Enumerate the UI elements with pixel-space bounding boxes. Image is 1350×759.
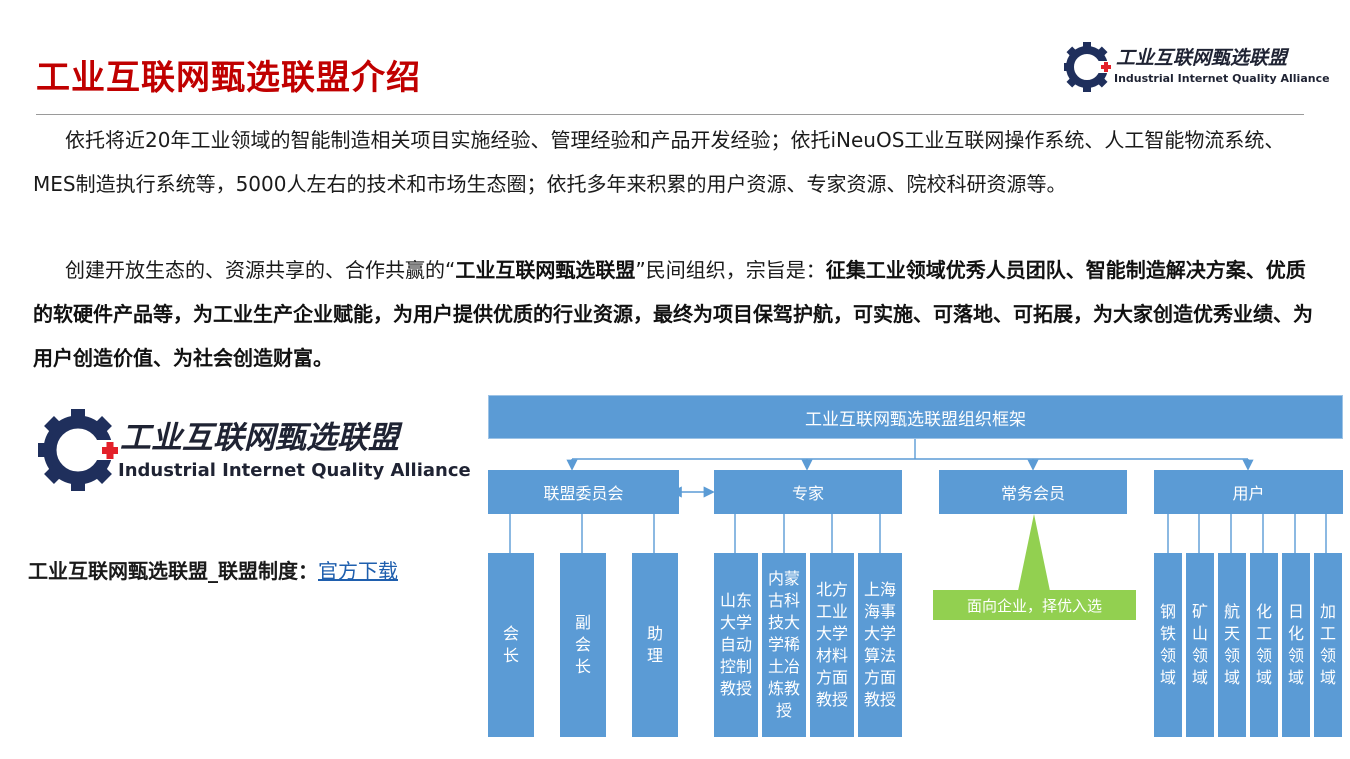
expert-member: 山东大学自动控制教授 <box>714 553 758 737</box>
intro-paragraph-2: 创建开放生态的、资源共享的、合作共赢的“工业互联网甄选联盟”民间组织，宗旨是：征… <box>33 248 1323 380</box>
intro-lead: 创建开放生态的、资源共享的、合作共赢的“ <box>65 258 456 282</box>
alliance-logo-large: 工业互联网甄选联盟 Industrial Internet Quality Al… <box>38 408 471 494</box>
intro-purpose: 征集工业领域优秀人员团队、智能制造解决方案、优质的软硬件产品等，为工业生产企业赋… <box>33 258 1313 370</box>
committee-member: 会长 <box>488 553 534 737</box>
official-download-link[interactable]: 官方下载 <box>318 559 398 583</box>
org-chart-title: 工业互联网甄选联盟组织框架 <box>488 395 1343 439</box>
logo-text-en: Industrial Internet Quality Alliance <box>1114 72 1330 85</box>
title-divider <box>36 114 1304 115</box>
download-label: 工业互联网甄选联盟_联盟制度： <box>28 559 318 583</box>
user-domain: 加工领域 <box>1314 553 1342 737</box>
logo-text-cn: 工业互联网甄选联盟 <box>1116 47 1288 69</box>
page-title: 工业互联网甄选联盟介绍 <box>36 58 421 98</box>
users-box: 用户 <box>1154 470 1343 514</box>
org-chart: 工业互联网甄选联盟组织框架 联盟委员会 专家 常务会员 用户 会长 副会长 助理… <box>488 395 1344 740</box>
logo-text-cn: 工业互联网甄选联盟 <box>120 420 399 456</box>
committee-member: 副会长 <box>560 553 606 737</box>
logo-text-en: Industrial Internet Quality Alliance <box>118 460 471 481</box>
rules-download: 工业互联网甄选联盟_联盟制度：官方下载 <box>28 555 398 584</box>
org-chart-connectors <box>509 439 1327 591</box>
user-domain: 钢铁领域 <box>1154 553 1182 737</box>
committee-box: 联盟委员会 <box>488 470 679 514</box>
committee-member: 助理 <box>632 553 678 737</box>
intro-mid: ”民间组织，宗旨是： <box>635 258 826 282</box>
standing-members-box: 常务会员 <box>939 470 1127 514</box>
user-domain: 航天领域 <box>1218 553 1246 737</box>
standing-members-note: 面向企业，择优入选 <box>933 590 1136 620</box>
user-domain: 化工领域 <box>1250 553 1278 737</box>
gear-cross-icon <box>1064 42 1114 92</box>
intro-paragraph-1: 依托将近20年工业领域的智能制造相关项目实施经验、管理经验和产品开发经验；依托i… <box>33 128 1285 196</box>
expert-member: 上海海事大学算法方面教授 <box>858 553 902 737</box>
alliance-logo-header: 工业互联网甄选联盟 Industrial Internet Quality Al… <box>1064 40 1330 94</box>
user-domain: 日化领域 <box>1282 553 1310 737</box>
user-domain: 矿山领域 <box>1186 553 1214 737</box>
expert-member: 北方工业大学材料方面教授 <box>810 553 854 737</box>
gear-cross-icon <box>38 409 124 491</box>
intro-alliance-name: 工业互联网甄选联盟 <box>455 258 636 282</box>
expert-member: 内蒙古科技大学稀土冶炼教授 <box>762 553 806 737</box>
experts-box: 专家 <box>714 470 902 514</box>
